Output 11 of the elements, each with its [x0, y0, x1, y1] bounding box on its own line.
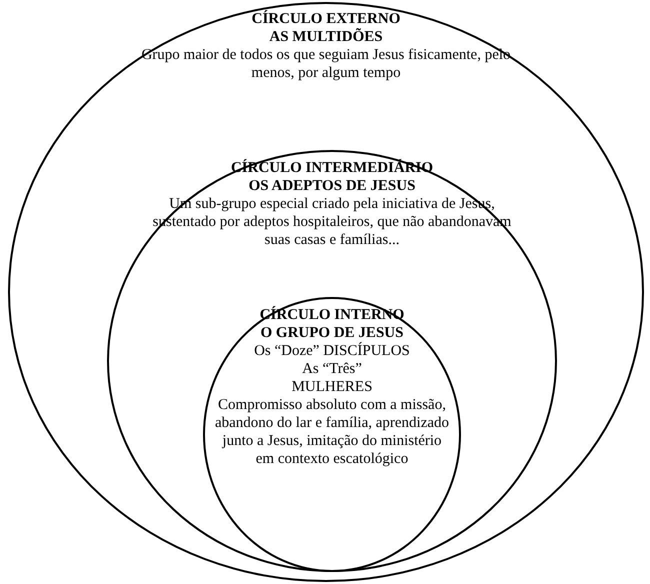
circle-heading: OS ADEPTOS DE JESUS — [248, 177, 416, 195]
middle-circle — [107, 150, 557, 572]
outer-circle — [8, 2, 644, 582]
circle-heading: O GRUPO DE JESUS — [260, 324, 404, 342]
circle-description: As “Três” — [302, 360, 362, 378]
circle-heading: CÍRCULO EXTERNO — [252, 10, 400, 28]
circle-heading: AS MULTIDÕES — [269, 28, 383, 46]
inner-circle — [203, 297, 461, 572]
circle-description: Os “Doze” DISCÍPULOS — [254, 342, 410, 360]
circle-description: Compromisso absoluto com a missão, abandono do lar e família, aprendizado junto a Jesus, imitação do ministério em contexto escatológico — [214, 396, 450, 468]
circle-description: MULHERES — [292, 378, 372, 396]
